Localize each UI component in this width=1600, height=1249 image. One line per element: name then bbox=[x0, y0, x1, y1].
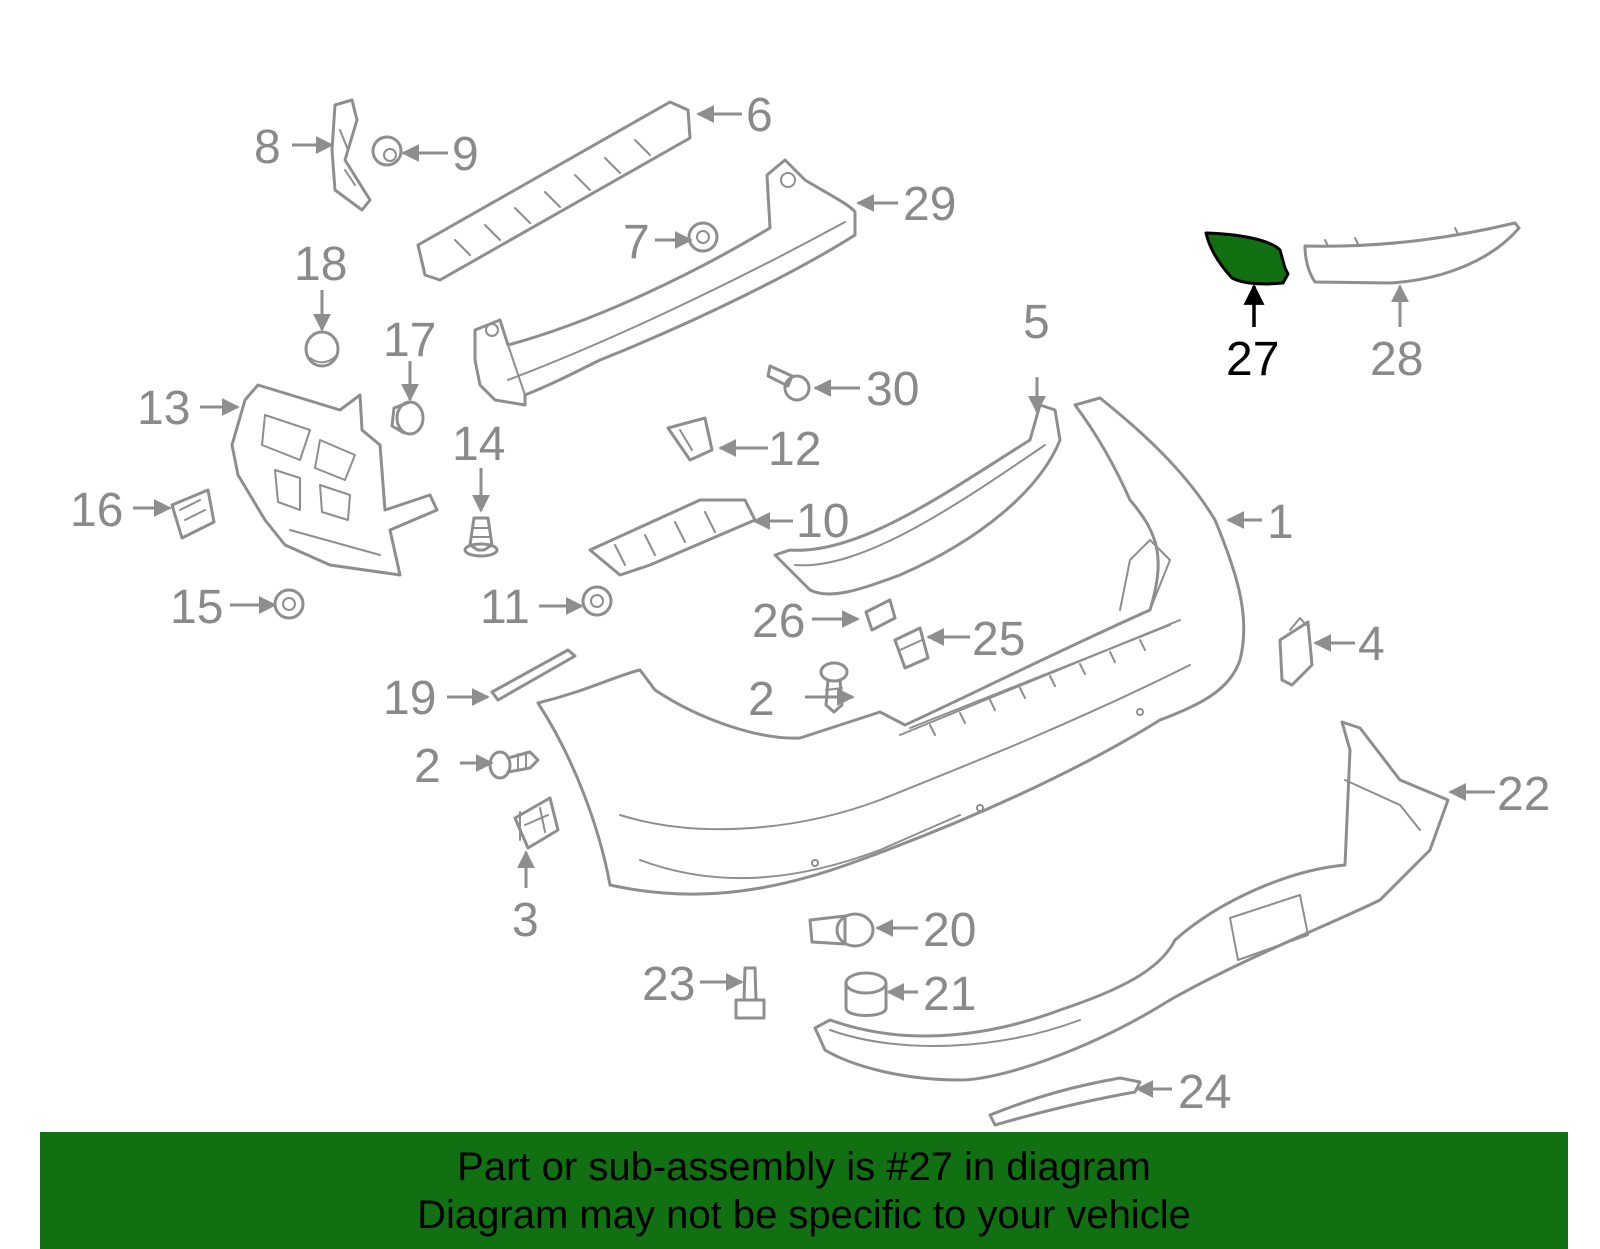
part-26-clip bbox=[864, 598, 897, 632]
leader-arrows bbox=[133, 105, 1495, 1098]
callout-13: 13 bbox=[137, 382, 190, 435]
part-24-lower-strip bbox=[988, 1076, 1142, 1127]
part-18-plug bbox=[304, 330, 340, 368]
part-1-bumper-cover bbox=[536, 396, 1246, 896]
part-5-trim-strip bbox=[773, 403, 1062, 596]
part-14-push-pin bbox=[463, 516, 499, 558]
part-2-screw-lower bbox=[488, 750, 540, 780]
banner-line-1: Part or sub-assembly is #27 in diagram bbox=[457, 1144, 1151, 1189]
callout-9: 9 bbox=[452, 128, 479, 181]
callout-29: 29 bbox=[903, 178, 956, 231]
part-11-nut bbox=[581, 585, 613, 617]
callout-17: 17 bbox=[383, 314, 436, 367]
part-21-sensor-ring bbox=[844, 971, 888, 1017]
part-28-trim bbox=[1303, 221, 1521, 285]
part-9-nut bbox=[371, 135, 403, 167]
part-23-bolt bbox=[734, 966, 766, 1020]
callout-1: 1 bbox=[1267, 496, 1294, 549]
part-19-strip bbox=[490, 648, 577, 702]
callout-3: 3 bbox=[512, 894, 539, 947]
callout-2-lower: 2 bbox=[414, 740, 441, 793]
part-22-lower-valance bbox=[813, 720, 1450, 1082]
part-27-highlighted bbox=[1204, 231, 1290, 286]
callout-21: 21 bbox=[923, 968, 976, 1021]
callout-6: 6 bbox=[746, 89, 773, 142]
callout-20: 20 bbox=[923, 904, 976, 957]
callout-24: 24 bbox=[1178, 1066, 1231, 1119]
callout-18: 18 bbox=[294, 238, 347, 291]
part-20-sensor bbox=[808, 912, 875, 948]
part-16-clip bbox=[170, 488, 216, 540]
callout-16: 16 bbox=[70, 484, 123, 537]
callout-28: 28 bbox=[1370, 333, 1423, 386]
part-17-plug bbox=[390, 400, 425, 436]
callout-7: 7 bbox=[623, 216, 650, 269]
callout-26: 26 bbox=[752, 595, 805, 648]
callout-15: 15 bbox=[170, 581, 223, 634]
callout-12: 12 bbox=[768, 423, 821, 476]
callout-11: 11 bbox=[480, 581, 530, 634]
callout-25: 25 bbox=[972, 613, 1025, 666]
part-10-bracket bbox=[588, 498, 757, 577]
part-4-bracket bbox=[1278, 617, 1314, 687]
part-30-bolt bbox=[766, 364, 811, 402]
callout-23: 23 bbox=[642, 958, 695, 1011]
part-13-bracket bbox=[230, 383, 439, 577]
part-25-clip bbox=[893, 626, 930, 670]
callout-2-upper: 2 bbox=[748, 673, 775, 726]
part-12-clip bbox=[666, 416, 714, 462]
part-15-nut bbox=[273, 588, 305, 620]
banner-line-2: Diagram may not be specific to your vehi… bbox=[417, 1192, 1191, 1237]
callout-30: 30 bbox=[866, 363, 919, 416]
part-3-clip bbox=[513, 796, 560, 850]
part-7-nut bbox=[687, 221, 719, 253]
callout-10: 10 bbox=[796, 495, 849, 548]
part-8-bracket bbox=[330, 98, 372, 212]
callout-19: 19 bbox=[383, 672, 436, 725]
callout-5: 5 bbox=[1023, 296, 1050, 349]
info-banner: Part or sub-assembly is #27 in diagram D… bbox=[40, 1132, 1568, 1249]
part-2-screw-upper bbox=[819, 661, 849, 714]
callout-14: 14 bbox=[452, 418, 505, 471]
callout-8: 8 bbox=[254, 121, 281, 174]
callout-27: 27 bbox=[1226, 333, 1279, 386]
callout-22: 22 bbox=[1497, 768, 1550, 821]
callout-4: 4 bbox=[1358, 618, 1385, 671]
part-29-reinforcement-beam bbox=[473, 158, 857, 407]
callout-labels: 1 2 2 3 4 5 6 7 8 9 10 11 12 13 14 15 16… bbox=[70, 89, 1550, 1119]
part-6-absorber bbox=[416, 100, 692, 282]
